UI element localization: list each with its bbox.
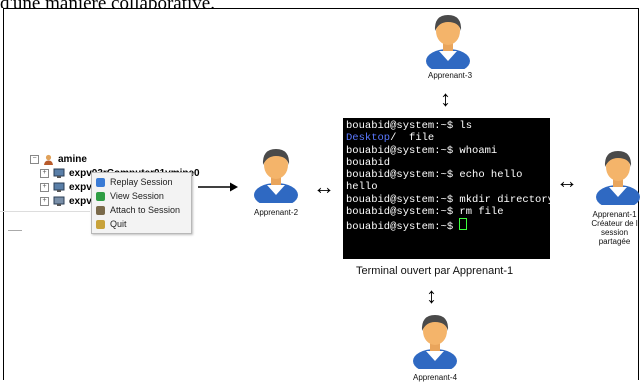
terminal-line: bouabid xyxy=(346,157,547,169)
terminal-prompt: bouabid@system:~$ xyxy=(346,221,460,234)
terminal-command: mkdir directory xyxy=(459,193,554,206)
user-icon xyxy=(44,154,53,165)
expand-icon[interactable]: + xyxy=(40,169,49,178)
terminal-line: bouabid@system:~$ ls xyxy=(346,120,547,132)
terminal-output: / file xyxy=(390,132,435,145)
menu-item-replay-session[interactable]: Replay Session xyxy=(96,177,173,187)
right-arrow-icon xyxy=(198,182,238,192)
tree-root[interactable]: − amine xyxy=(30,154,87,165)
terminal-caption: Terminal ouvert par Apprenant-1 xyxy=(356,265,514,277)
menu-item-label: Attach to Session xyxy=(110,205,181,215)
terminal-command: ls xyxy=(459,120,473,132)
learner-1-role: partagée xyxy=(598,237,631,246)
expand-icon[interactable]: + xyxy=(40,197,49,206)
terminal-command: echo hello xyxy=(459,169,523,182)
quit-icon xyxy=(96,219,105,229)
learner-3-label: Apprenant-3 xyxy=(427,71,473,80)
page-caption: d'une manière collaborative. xyxy=(0,0,641,8)
learner-1-avatar xyxy=(596,151,640,205)
terminal-line: bouabid@system:~$ rm file xyxy=(346,206,547,218)
menu-item-label: View Session xyxy=(110,191,164,201)
collapse-icon[interactable]: − xyxy=(30,155,39,164)
tree-item[interactable]: + expv03 xyxy=(40,182,103,193)
view-icon xyxy=(96,191,105,201)
terminal-output: hello xyxy=(346,181,378,194)
terminal-command: rm file xyxy=(459,206,504,219)
tree-root-label: amine xyxy=(58,154,87,165)
computer-icon xyxy=(53,182,65,192)
vertical-arrow-icon: ↕ xyxy=(426,283,437,308)
menu-item-view-session[interactable]: View Session xyxy=(96,191,164,201)
learner-3-avatar xyxy=(426,15,470,69)
terminal-directory: Desktop xyxy=(346,132,391,145)
menu-item-label: Replay Session xyxy=(110,177,173,187)
menu-item-label: Quit xyxy=(110,219,127,229)
tree-item[interactable]: + expv0 xyxy=(40,196,97,207)
terminal-cursor xyxy=(459,218,468,231)
terminal-prompt: bouabid@system:~$ xyxy=(346,120,460,132)
terminal-output: bouabid xyxy=(346,156,391,169)
terminal-window[interactable]: bouabid@system:~$ ls Desktop/ file bouab… xyxy=(343,118,554,259)
terminal-prompt: bouabid@system:~$ xyxy=(346,144,460,157)
context-menu: Replay Session View Session Attach to Se… xyxy=(91,172,192,234)
terminal-line: bouabid@system:~$ whoami xyxy=(346,145,547,157)
expand-icon[interactable]: + xyxy=(40,183,49,192)
tree-item-label: expv0 xyxy=(69,196,98,207)
tree-item-label: expv03 xyxy=(69,182,103,193)
vertical-arrow-icon: ↕ xyxy=(440,86,451,111)
learner-1-role: Créateur de l xyxy=(591,219,638,228)
terminal-prompt: bouabid@system:~$ xyxy=(346,206,460,219)
computer-icon xyxy=(53,168,65,178)
learner-2-label: Apprenant-2 xyxy=(253,208,299,217)
replay-icon xyxy=(96,177,105,187)
divider-mark xyxy=(8,230,22,231)
menu-item-quit[interactable]: Quit xyxy=(96,219,127,229)
terminal-line: hello xyxy=(346,181,547,193)
learner-1-name: Apprenant-1 xyxy=(592,210,637,219)
divider-line xyxy=(0,211,90,212)
bidirectional-arrow-icon: ↔ xyxy=(313,174,335,199)
terminal-line: bouabid@system:~$ xyxy=(346,218,547,233)
computer-icon xyxy=(53,196,65,206)
bidirectional-arrow-icon: ↔ xyxy=(556,168,578,193)
terminal-prompt: bouabid@system:~$ xyxy=(346,169,460,182)
terminal-line: Desktop/ file xyxy=(346,132,547,144)
learner-2-avatar xyxy=(254,149,298,203)
learner-4-avatar xyxy=(413,315,457,369)
menu-item-attach-session[interactable]: Attach to Session xyxy=(96,205,180,215)
terminal-line: bouabid@system:~$ echo hello xyxy=(346,169,547,181)
learner-1-role: session xyxy=(600,228,629,237)
terminal-command: whoami xyxy=(459,144,498,157)
learner-1-label: Apprenant-1 Créateur de l session partag… xyxy=(588,210,641,246)
attach-icon xyxy=(96,205,105,215)
learner-4-label: Apprenant-4 xyxy=(412,373,458,382)
terminal-line: bouabid@system:~$ mkdir directory xyxy=(346,193,554,206)
terminal-prompt: bouabid@system:~$ xyxy=(346,193,460,206)
